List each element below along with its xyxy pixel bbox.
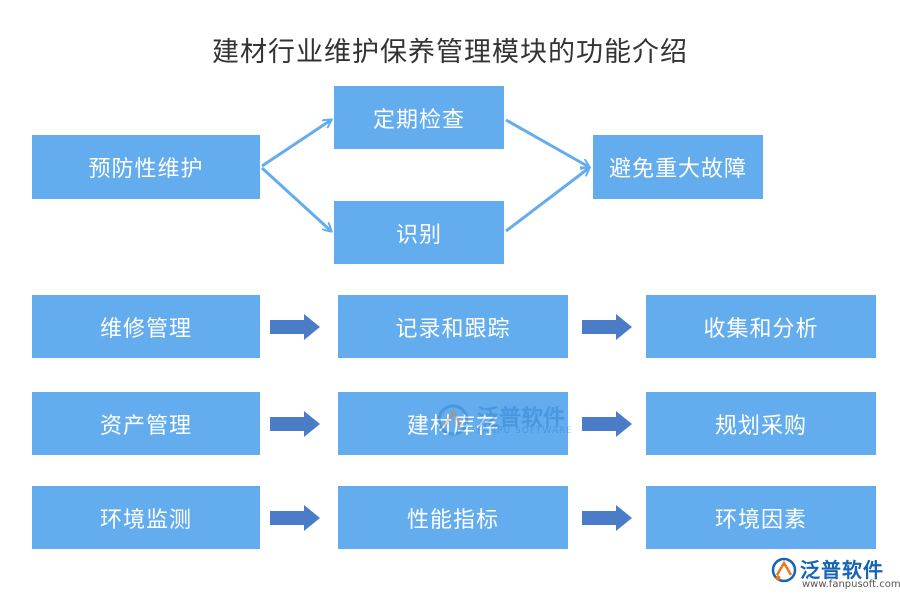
row2-col2: 建材库存 [338,392,568,455]
brand-url: www.fanpusoft.com [802,579,900,590]
node-preventive-maintenance: 预防性维护 [32,135,260,199]
brand-name: 泛普软件 [800,558,884,582]
row2-col1: 资产管理 [32,392,260,455]
right-arrow-icon [582,505,632,531]
node-avoid-major-failure: 避免重大故障 [593,135,763,199]
row1-col3: 收集和分析 [646,295,876,358]
brand-logo: 泛普软件 www.fanpusoft.com [770,552,900,596]
connector-identification-to-result [505,168,589,233]
connector-inspection-to-result [505,118,589,167]
right-arrow-icon [270,314,320,340]
row2-col3: 规划采购 [646,392,876,455]
right-arrow-icon [582,411,632,437]
row3-col1: 环境监测 [32,486,260,549]
brand-logo-icon [771,557,797,583]
connector-to-inspection [261,120,331,168]
diagram-title: 建材行业维护保养管理模块的功能介绍 [212,37,688,68]
right-arrow-icon [582,314,632,340]
right-arrow-icon [270,505,320,531]
right-arrow-icon [270,411,320,437]
row3-col3: 环境因素 [646,486,876,549]
row1-col1: 维修管理 [32,295,260,358]
row3-col2: 性能指标 [338,486,568,549]
node-identification: 识别 [334,201,504,264]
row1-col2: 记录和跟踪 [338,295,568,358]
connector-to-identification [260,166,331,231]
node-regular-inspection: 定期检查 [334,86,504,149]
